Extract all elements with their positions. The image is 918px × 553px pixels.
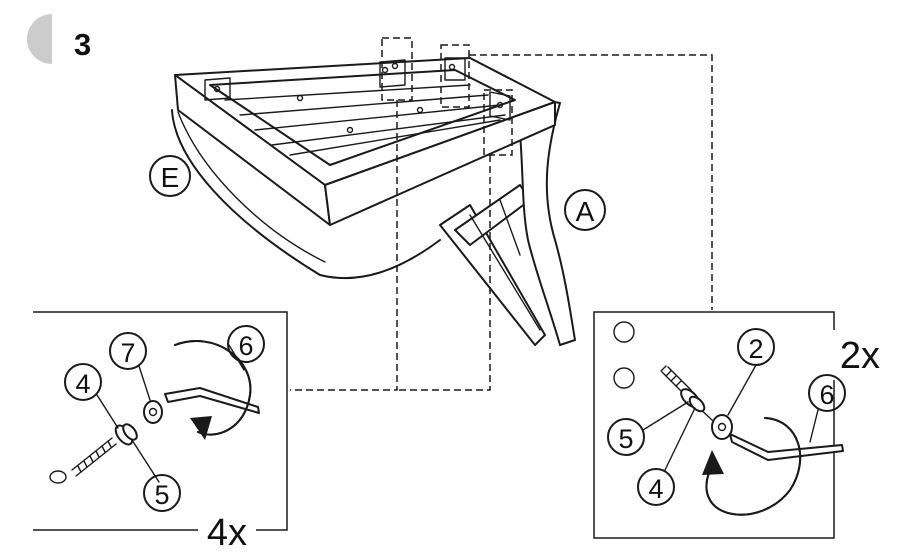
washer-icon [122,423,138,441]
svg-text:7: 7 [120,338,135,368]
callout-6-left: 6 [227,325,265,363]
washer-icon [688,395,706,413]
allen-key-icon [729,433,844,461]
svg-text:4: 4 [648,474,663,504]
allen-key-icon [164,387,260,414]
svg-text:6: 6 [819,380,834,410]
callout-4-left: 4 [64,363,102,401]
step-number: 3 [74,27,91,62]
part-label-seat: E [149,155,191,197]
detail-box-right: 2x 2 [593,311,886,539]
svg-text:5: 5 [154,480,169,510]
callout-4-right: 4 [637,468,675,506]
part-label-seat-text: E [161,162,180,193]
part-label-leg-frame: A [564,189,606,231]
step-badge: 3 [27,14,91,64]
callout-2-right: 2 [737,328,775,366]
callout-6-right: 6 [808,374,846,412]
dowel-hole-icon [613,367,635,389]
rotate-arrow-icon [702,417,802,516]
detail-target-boxes [290,37,713,391]
svg-text:6: 6 [238,331,253,361]
detail-right-quantity: 2x [840,335,880,377]
barrel-nut-icon [143,400,163,424]
svg-text:2: 2 [748,334,763,364]
svg-text:4: 4 [75,369,90,399]
rotate-arrow-icon [174,340,252,440]
svg-text:5: 5 [618,424,633,454]
callout-7-left: 7 [109,332,147,370]
detail-box-left: 4x 7 [33,311,288,553]
detail-left-quantity: 4x [207,512,247,553]
chair-seat-frame [171,57,576,346]
part-label-leg-frame-text: A [576,196,595,227]
callout-5-left: 5 [143,474,181,512]
dowel-hole-icon [49,470,67,484]
callout-5-right: 5 [607,418,645,456]
barrel-nut-icon [711,414,733,440]
dowel-hole-icon [613,321,635,343]
